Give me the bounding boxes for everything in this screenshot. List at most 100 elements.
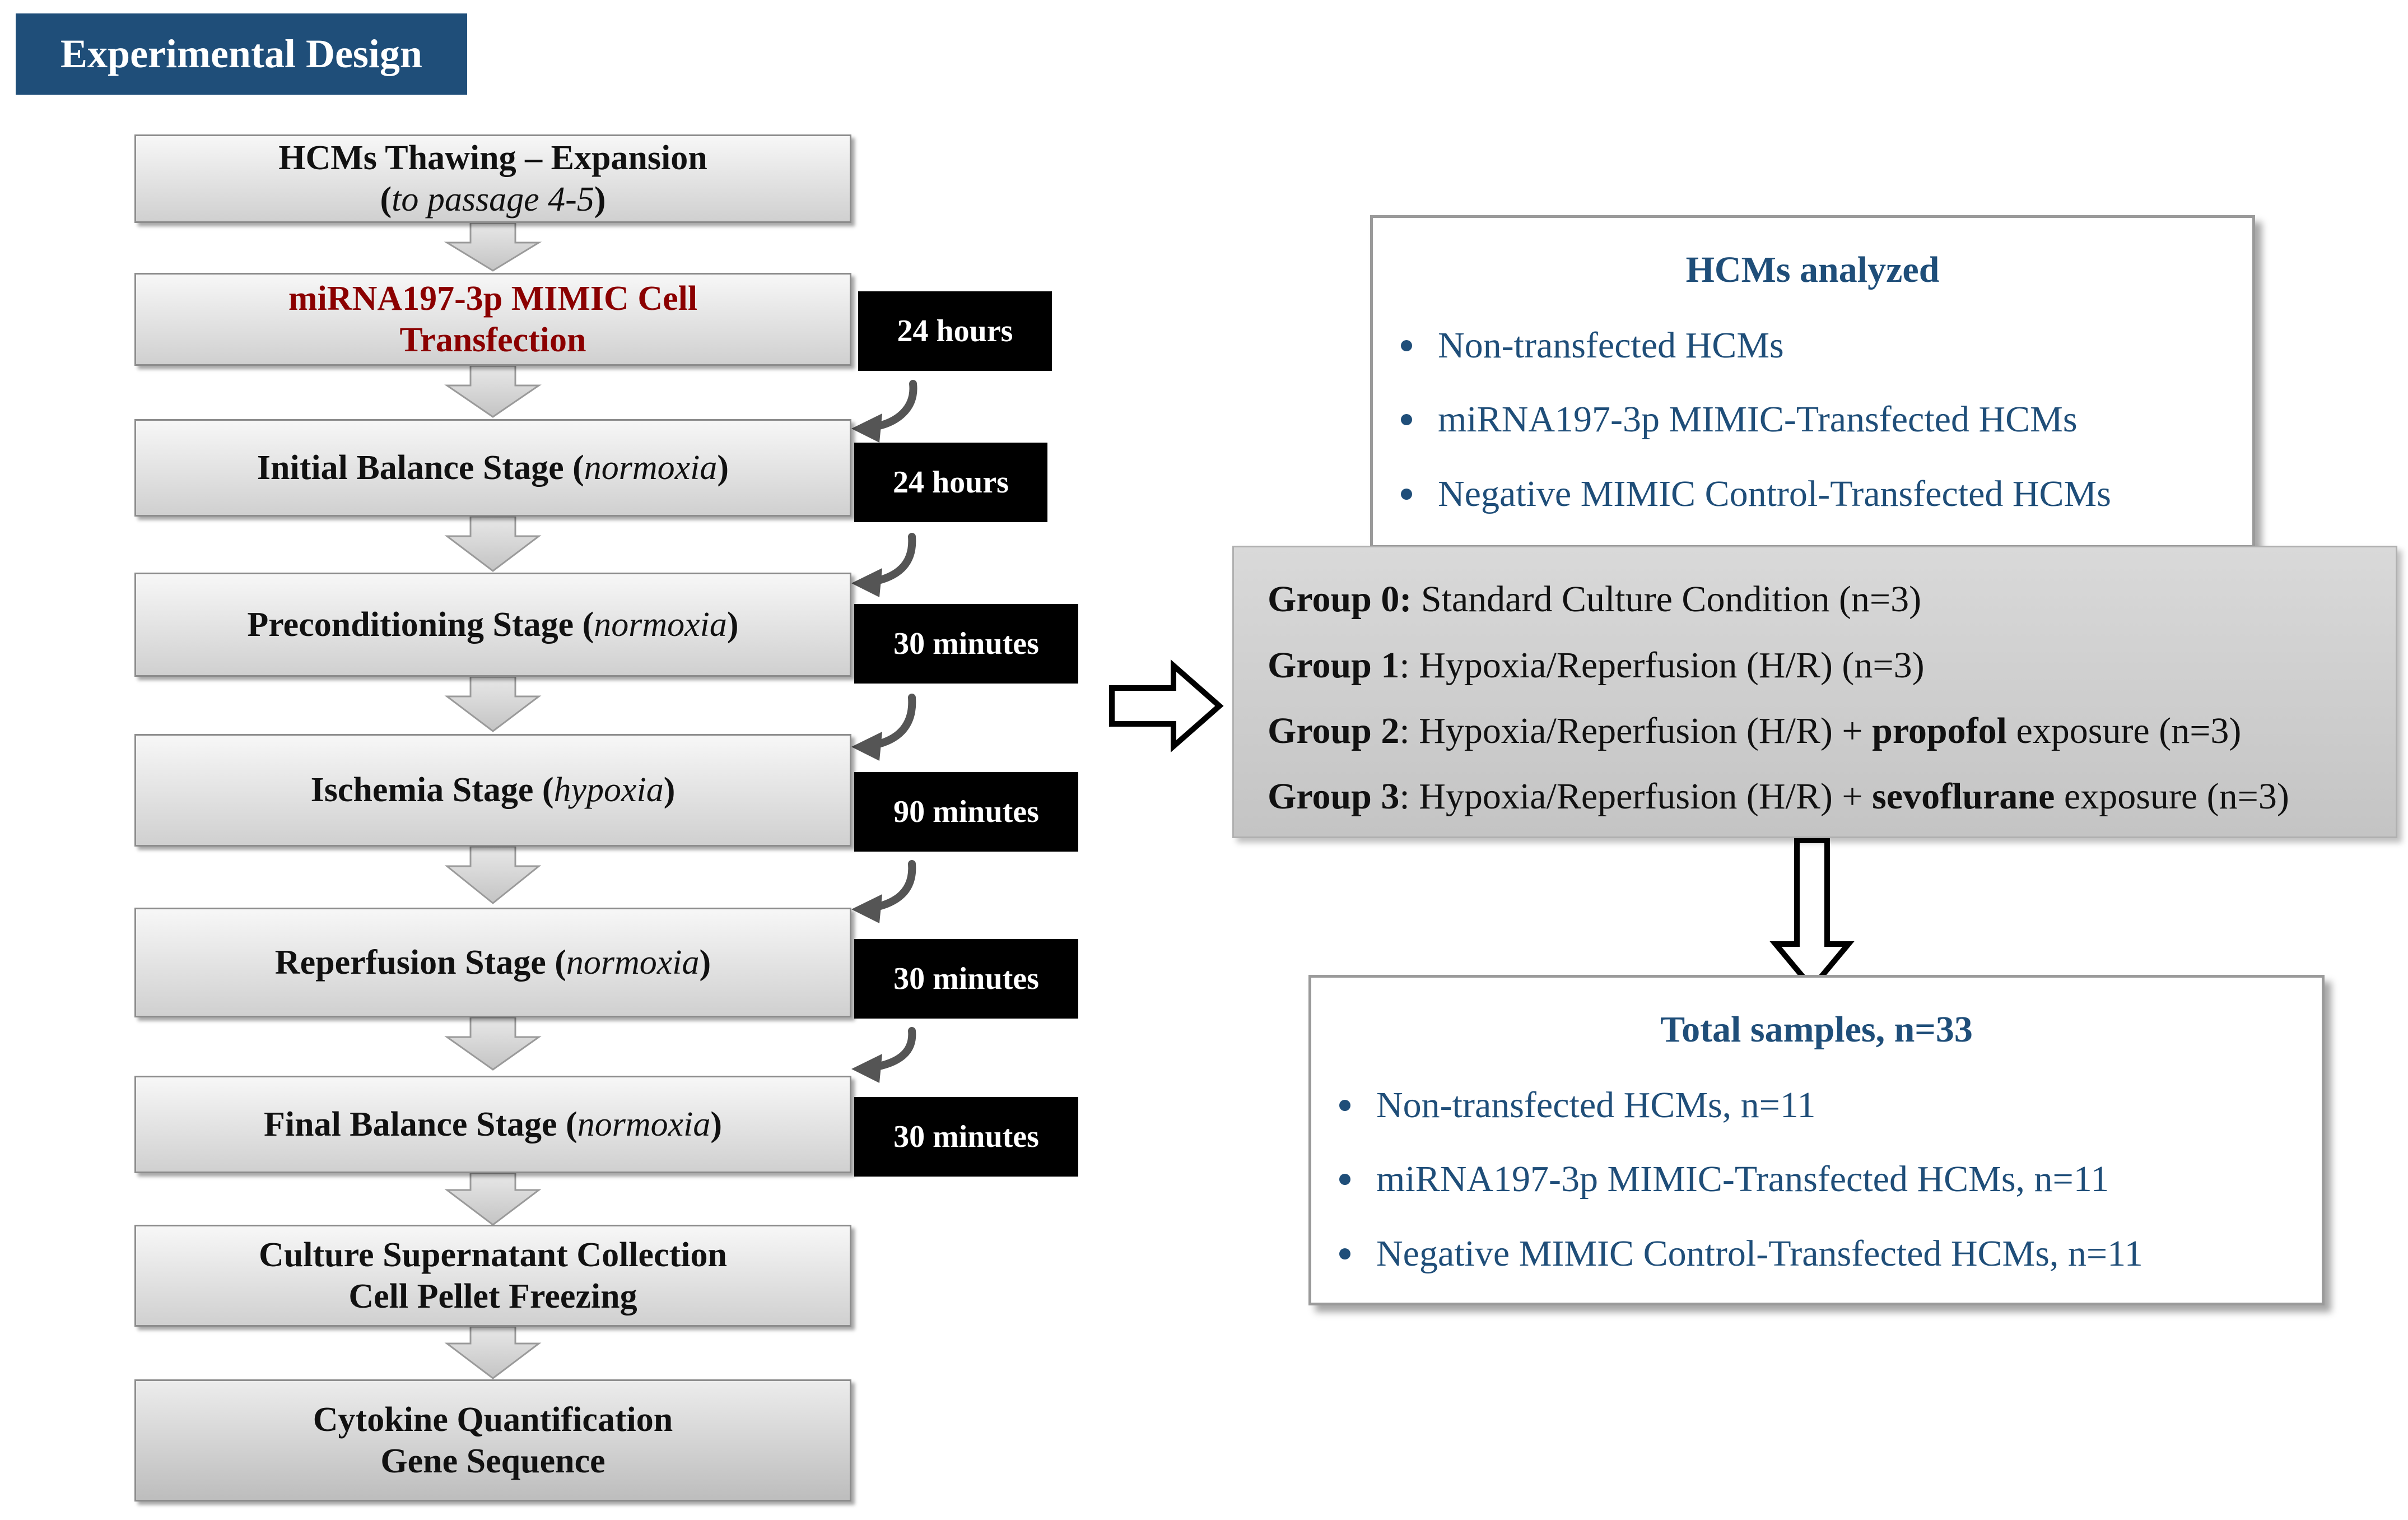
- step-6-label: Reperfusion Stage (: [274, 943, 566, 982]
- right-arrow-icon: [1109, 659, 1224, 753]
- step-2-line2: Transfection: [399, 321, 586, 359]
- bullet-icon: [1339, 1248, 1350, 1259]
- down-arrow-1: [444, 222, 542, 272]
- bullet-icon: [1401, 489, 1412, 500]
- total-item: Non-transfected HCMs, n=11: [1339, 1084, 1815, 1127]
- group-tail: exposure (n=3): [2006, 710, 2242, 751]
- down-arrow-2: [444, 365, 542, 418]
- group-row: Group 2: Hypoxia/Reperfusion (H/R) + pro…: [1268, 710, 2241, 752]
- step-2-line1: miRNA197-3p MIMIC Cell: [288, 279, 698, 318]
- analyzed-item-text: Non-transfected HCMs: [1438, 325, 1784, 366]
- bullet-icon: [1401, 414, 1412, 425]
- step-1-italic: to passage 4-5: [392, 180, 594, 219]
- hcms-analyzed-title: HCMs analyzed: [1685, 249, 1940, 290]
- curved-arrow-1: [870, 380, 917, 431]
- hcms-analyzed-card: HCMs analyzed Non-transfected HCMs miRNA…: [1370, 215, 2255, 548]
- step-4-italic: normoxia: [594, 605, 727, 644]
- step-3-text: Initial Balance Stage (normoxia): [257, 447, 729, 489]
- duration-badge-2: 24 hours: [854, 443, 1047, 522]
- down-arrow-4: [444, 676, 542, 732]
- step-6-close: ): [699, 943, 711, 982]
- group-text: : Hypoxia/Reperfusion (H/R) +: [1399, 776, 1873, 817]
- group-label: Group 3: [1268, 776, 1400, 817]
- duration-badge-3: 30 minutes: [854, 604, 1078, 684]
- analyzed-item-text: Negative MIMIC Control-Transfected HCMs: [1438, 473, 2111, 514]
- bullet-icon: [1339, 1100, 1350, 1111]
- down-arrow-icon: [1769, 838, 1855, 992]
- step-7-italic: normoxia: [577, 1105, 711, 1144]
- group-agent: sevoflurane: [1872, 776, 2055, 817]
- step-4-close: ): [726, 605, 739, 644]
- curved-arrowhead-5: [851, 1054, 882, 1083]
- step-initial-balance: Initial Balance Stage (normoxia): [134, 419, 851, 517]
- duration-badge-4: 90 minutes: [854, 772, 1078, 852]
- step-5-italic: hypoxia: [553, 771, 664, 810]
- group-label: Group 1: [1268, 645, 1400, 686]
- group-text: : Hypoxia/Reperfusion (H/R) +: [1399, 710, 1873, 751]
- analyzed-item-text: miRNA197-3p MIMIC-Transfected HCMs: [1438, 399, 2078, 440]
- group-row: Group 1: Hypoxia/Reperfusion (H/R) (n=3): [1268, 644, 1925, 687]
- step-7-close: ): [710, 1105, 722, 1144]
- step-1-line2: (to passage 4-5): [380, 179, 606, 220]
- total-item: Negative MIMIC Control-Transfected HCMs,…: [1339, 1233, 2143, 1275]
- step-8-line1: Culture Supernatant Collection: [259, 1235, 727, 1274]
- down-arrow-5: [444, 845, 542, 904]
- step-9-line1: Cytokine Quantification: [313, 1400, 673, 1439]
- step-1-close: ): [594, 180, 606, 219]
- step-5-text: Ischemia Stage (hypoxia): [311, 769, 676, 811]
- group-label: Group 2: [1268, 710, 1400, 751]
- group-row: Group 0: Standard Culture Condition (n=3…: [1268, 578, 1921, 621]
- duration-badge-5: 30 minutes: [854, 939, 1078, 1019]
- down-arrow-8: [444, 1326, 542, 1379]
- down-arrow-6: [444, 1016, 542, 1071]
- down-arrow-3: [444, 515, 542, 572]
- total-item-text: Negative MIMIC Control-Transfected HCMs,…: [1376, 1233, 2143, 1274]
- step-ischemia: Ischemia Stage (hypoxia): [134, 734, 851, 847]
- groups-panel: Group 0: Standard Culture Condition (n=3…: [1232, 546, 2397, 838]
- step-3-close: ): [717, 448, 729, 487]
- curved-arrowhead-2: [851, 568, 882, 597]
- step-1-line1: HCMs Thawing – Expansion: [278, 138, 707, 177]
- group-label: Group 0:: [1268, 579, 1412, 620]
- curved-arrowhead-4: [851, 894, 882, 923]
- group-tail: exposure (n=3): [2055, 776, 2289, 817]
- step-4-label: Preconditioning Stage (: [247, 605, 594, 644]
- duration-badge-1: 24 hours: [858, 291, 1052, 371]
- step-5-close: ): [663, 771, 676, 810]
- group-agent: propofol: [1872, 710, 2007, 751]
- total-samples-card: Total samples, n=33 Non-transfected HCMs…: [1308, 975, 2325, 1305]
- step-preconditioning: Preconditioning Stage (normoxia): [134, 573, 851, 677]
- step-quantification-sequence: Cytokine Quantification Gene Sequence: [134, 1379, 851, 1502]
- down-arrow-7: [444, 1172, 542, 1226]
- analyzed-item: Non-transfected HCMs: [1401, 324, 1784, 367]
- diagram-title: Experimental Design: [16, 13, 467, 95]
- step-3-italic: normoxia: [584, 448, 718, 487]
- step-4-text: Preconditioning Stage (normoxia): [247, 604, 738, 645]
- step-1-open: (: [380, 180, 392, 219]
- step-3-label: Initial Balance Stage (: [257, 448, 584, 487]
- analyzed-item: miRNA197-3p MIMIC-Transfected HCMs: [1401, 398, 2078, 441]
- total-item: miRNA197-3p MIMIC-Transfected HCMs, n=11: [1339, 1158, 2109, 1201]
- analyzed-item: Negative MIMIC Control-Transfected HCMs: [1401, 473, 2111, 515]
- total-samples-title: Total samples, n=33: [1660, 1009, 1973, 1050]
- total-item-text: miRNA197-3p MIMIC-Transfected HCMs, n=11: [1376, 1159, 2109, 1200]
- curved-arrowhead-3: [851, 732, 882, 761]
- total-item-text: Non-transfected HCMs, n=11: [1376, 1085, 1816, 1126]
- step-7-text: Final Balance Stage (normoxia): [264, 1104, 722, 1145]
- step-6-text: Reperfusion Stage (normoxia): [275, 942, 711, 983]
- group-text: Standard Culture Condition (n=3): [1412, 579, 1922, 620]
- step-transfection: miRNA197-3p MIMIC Cell Transfection: [134, 273, 851, 366]
- group-text: : Hypoxia/Reperfusion (H/R) (n=3): [1399, 645, 1925, 686]
- step-final-balance: Final Balance Stage (normoxia): [134, 1076, 851, 1173]
- step-thawing-expansion: HCMs Thawing – Expansion (to passage 4-5…: [134, 134, 851, 223]
- step-reperfusion: Reperfusion Stage (normoxia): [134, 908, 851, 1017]
- step-5-label: Ischemia Stage (: [310, 771, 554, 810]
- bullet-icon: [1339, 1174, 1350, 1185]
- bullet-icon: [1401, 340, 1412, 351]
- curved-arrowhead-1: [851, 413, 882, 443]
- step-9-line2: Gene Sequence: [380, 1442, 606, 1480]
- step-7-label: Final Balance Stage (: [263, 1105, 577, 1144]
- step-8-line2: Cell Pellet Freezing: [348, 1277, 637, 1316]
- group-row: Group 3: Hypoxia/Reperfusion (H/R) + sev…: [1268, 775, 2289, 818]
